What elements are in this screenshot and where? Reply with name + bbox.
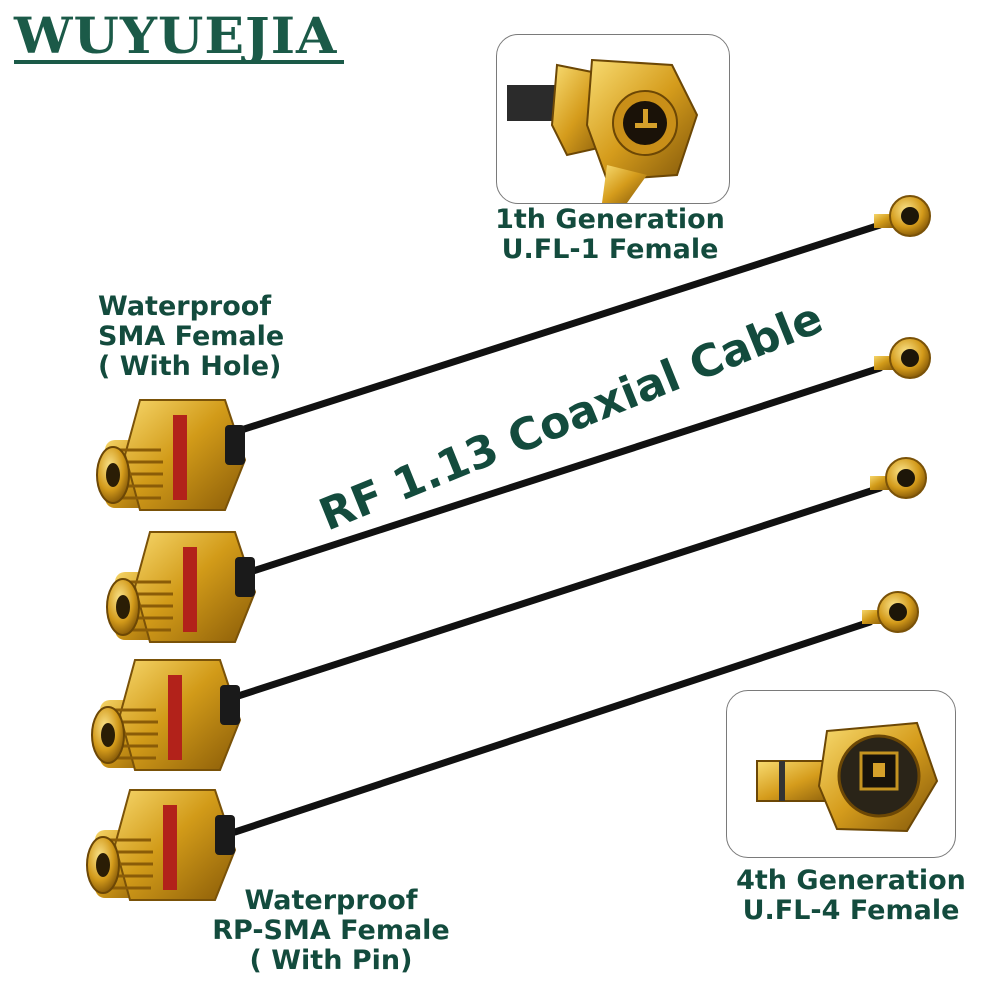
ufl-connector-1 — [874, 195, 931, 237]
ufl4-closeup-inset — [726, 690, 956, 858]
ufl1-label-line-2: U.FL-1 Female — [501, 234, 719, 265]
ufl1-female-label: 1th Generation U.FL-1 Female — [490, 205, 730, 265]
ufl4-label-line-1: 4th Generation — [736, 865, 966, 896]
ufl4-closeup-image — [756, 721, 939, 833]
sma-connector-3 — [91, 659, 242, 771]
sma-connector-2 — [106, 531, 257, 643]
ufl4-label-line-2: U.FL-4 Female — [742, 895, 960, 926]
brand-underline — [14, 60, 344, 64]
sma-label-line-2: SMA Female — [98, 321, 285, 352]
ufl1-closeup-image — [507, 58, 699, 203]
ufl4-female-label: 4th Generation U.FL-4 Female — [716, 866, 986, 926]
rp-sma-connector-4 — [86, 789, 237, 901]
ufl-connector-3 — [870, 457, 927, 499]
rp-sma-label-line-1: Waterproof — [244, 885, 418, 916]
sma-female-label: Waterproof SMA Female ( With Hole) — [98, 292, 284, 382]
sma-label-line-1: Waterproof — [98, 291, 272, 322]
rp-sma-label-line-2: RP-SMA Female — [212, 915, 450, 946]
ufl1-closeup-inset — [496, 34, 730, 204]
cable-2 — [246, 364, 884, 576]
sma-label-line-3: ( With Hole) — [98, 351, 282, 382]
ufl-connector-2 — [874, 337, 931, 379]
brand-logo: WUYUEJIA — [14, 6, 338, 65]
rp-sma-female-label: Waterproof RP-SMA Female ( With Pin) — [196, 886, 466, 976]
cable-4 — [231, 618, 874, 836]
cable-3 — [231, 484, 884, 701]
cable-1 — [231, 221, 884, 436]
ufl1-label-line-1: 1th Generation — [495, 204, 725, 235]
ufl-connector-4 — [862, 591, 919, 633]
rp-sma-label-line-3: ( With Pin) — [249, 945, 413, 976]
sma-connector-1 — [96, 399, 247, 511]
